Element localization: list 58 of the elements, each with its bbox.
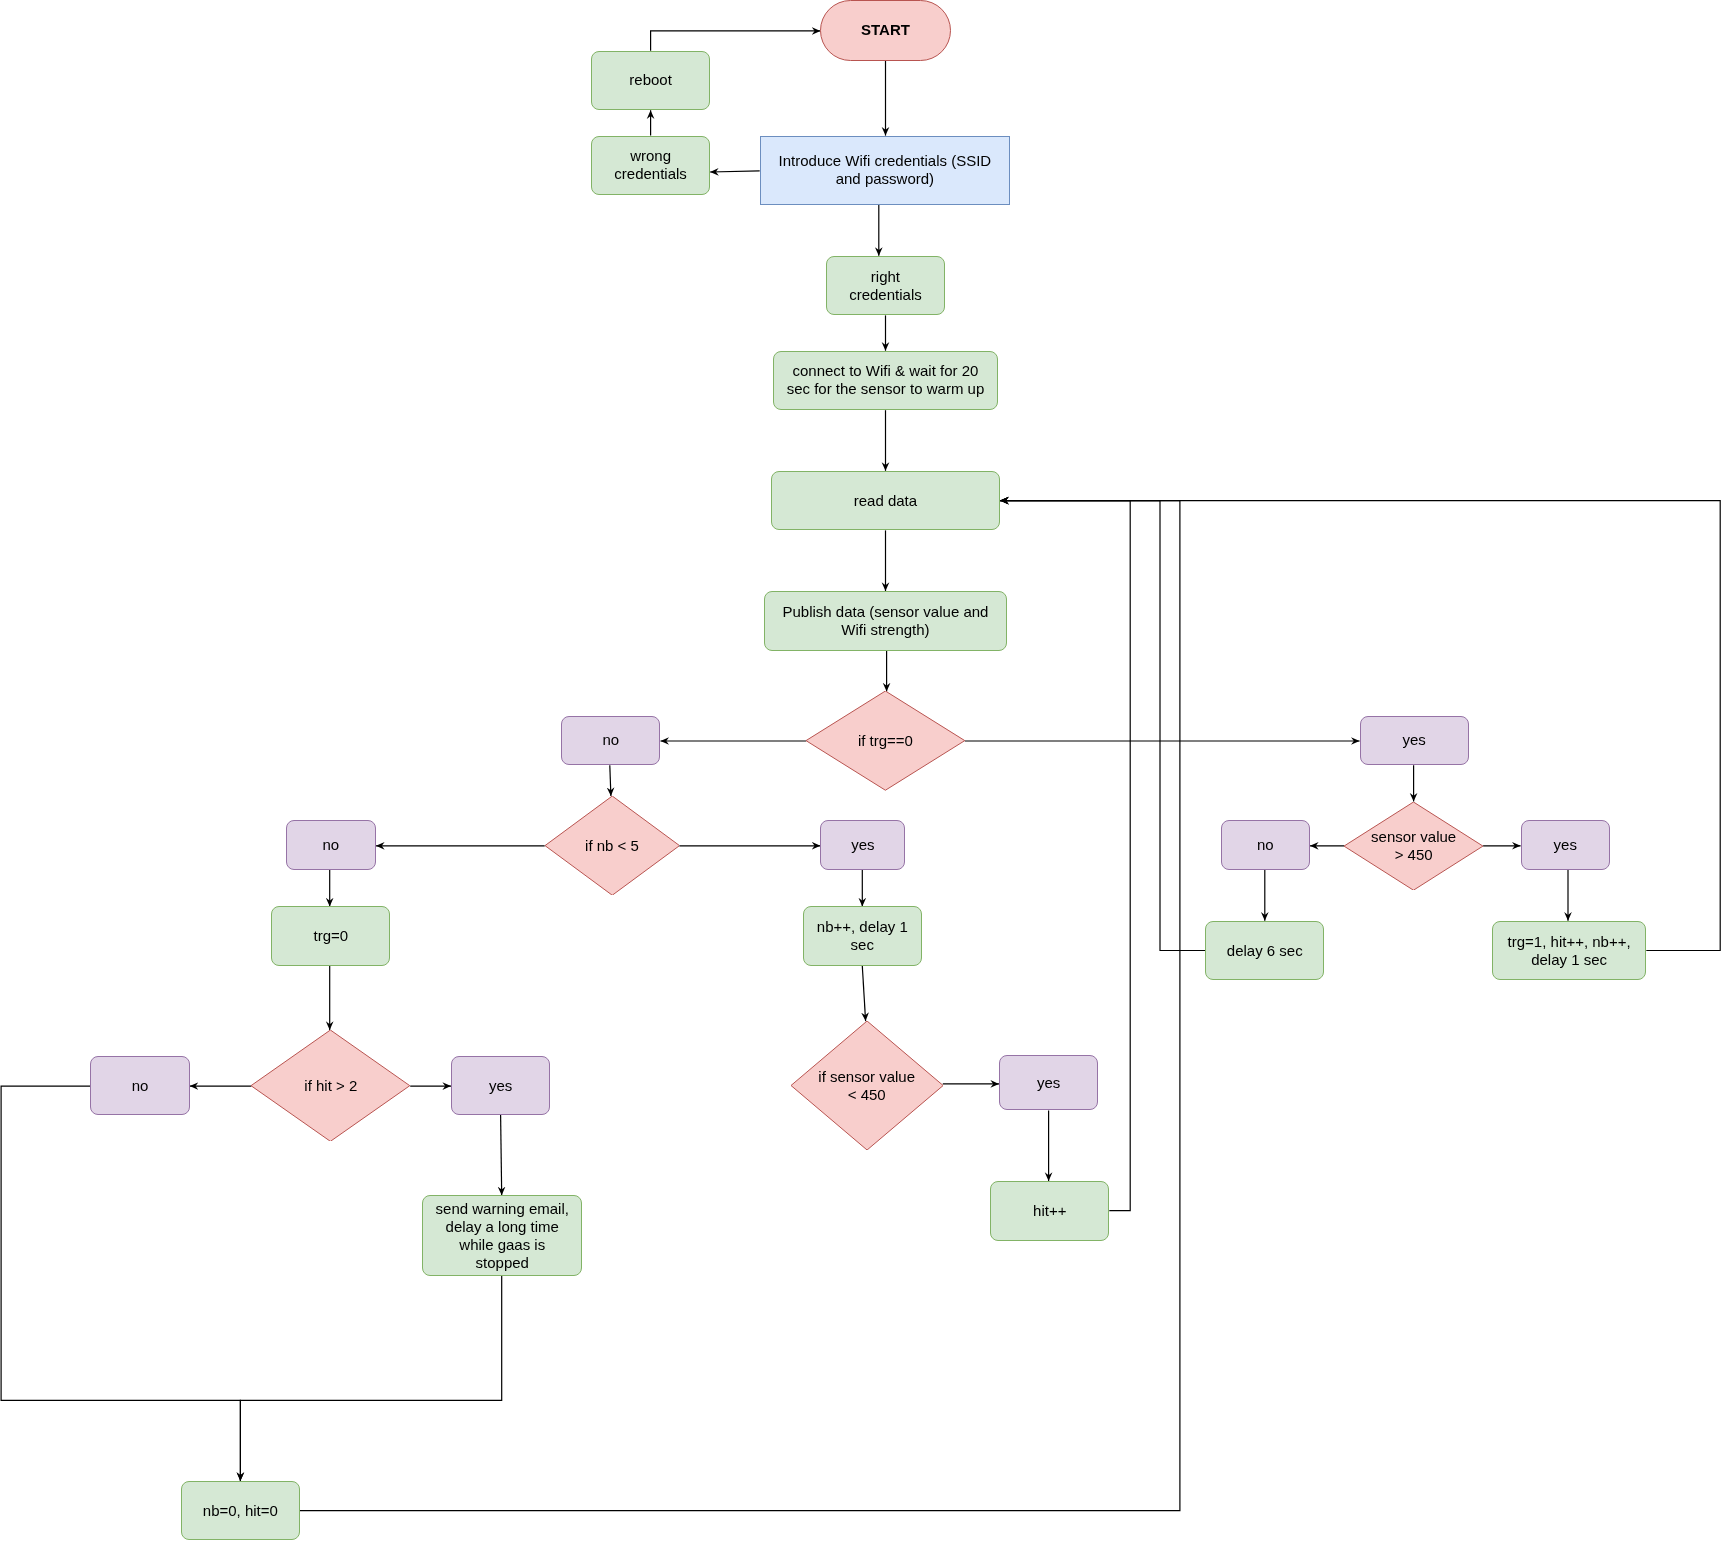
arrow [1260,869,1269,922]
arrow [881,409,890,472]
answer-box: yes [1520,820,1610,870]
answer-box: yes [820,820,906,870]
decision-diamond: if nb < 5 [544,796,680,896]
process-box: trg=0 [271,906,391,966]
arrow [678,841,821,850]
process-box: send warning email, delay a long time while gaas is stopped [422,1195,583,1276]
input-box: Introduce Wifi credentials (SSID and password) [759,135,1011,206]
arrow [964,737,1361,745]
answer-box: no [90,1056,190,1115]
decision-diamond: if trg==0 [806,691,965,791]
arrow [882,650,891,692]
answer-box: no [285,820,376,870]
arrow [881,314,890,352]
answer-box: yes [1359,715,1469,766]
arrow [874,204,883,257]
process-box: wrong credentials [591,135,711,196]
answer-box: no [561,715,661,766]
decision-diamond: if sensor value < 450 [790,1021,943,1151]
arrow [497,1114,506,1196]
arrow [1309,841,1345,850]
arrow [1482,841,1522,850]
arrow [189,1082,252,1090]
arrow [409,1082,452,1090]
arrow [236,1275,503,1482]
arrow [709,167,761,176]
arrow [325,869,334,907]
arrow [659,737,807,745]
arrow [1409,764,1418,803]
arrow [881,529,890,592]
arrow [650,27,821,52]
process-box: reboot [591,50,711,111]
arrow [299,496,1181,1512]
arrow [942,1080,1000,1088]
arrow [858,869,867,907]
process-box: nb++, delay 1 sec [802,906,922,966]
arrow [375,841,546,850]
arrow [861,965,869,1022]
arrow [1044,1109,1053,1182]
arrow [606,764,615,797]
answer-box: no [1220,820,1310,870]
answer-box: yes [451,1056,551,1115]
decision-diamond: sensor value > 450 [1344,801,1484,890]
answer-box: yes [999,1055,1099,1111]
arrow [325,965,334,1031]
arrow [881,60,890,137]
process-box: Publish data (sensor value and Wifi strength) [764,591,1007,651]
process-box: connect to Wifi & wait for 20 sec for the sensor to warm up [772,350,998,411]
process-box: trg=1, hit++, nb++, delay 1 sec [1491,920,1647,981]
process-box: nb=0, hit=0 [180,1480,300,1541]
decision-diamond: if hit > 2 [251,1029,411,1142]
arrow [1564,869,1572,922]
process-box: read data [770,470,1001,531]
process-box: delay 6 sec [1205,920,1325,981]
arrow [646,109,655,137]
process-box: right credentials [825,255,945,316]
process-box: hit++ [990,1180,1110,1241]
